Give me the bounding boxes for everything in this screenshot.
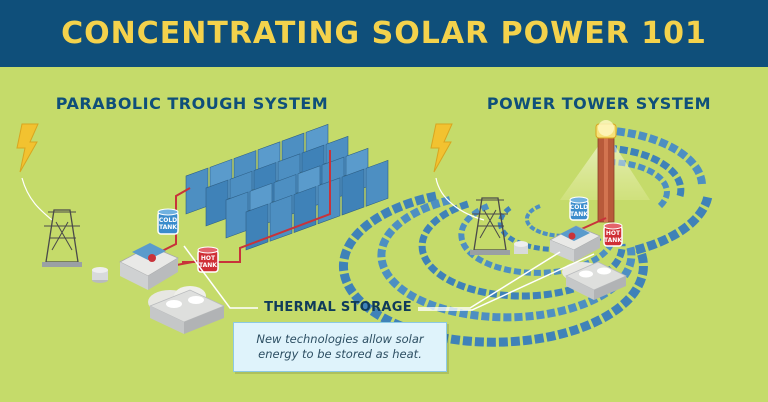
solar-tower-icon (560, 120, 650, 223)
cold-tank-left: COLD TANK (157, 208, 179, 235)
hot-tank-label-left-2: TANK (199, 262, 217, 269)
hot-tank-left: HOT TANK (197, 246, 219, 273)
thermal-storage-callout: New technologies allow solar energy to b… (233, 322, 447, 372)
transmission-tower-icon (470, 197, 510, 255)
hot-tank-right: HOT TANK (603, 222, 623, 247)
transmission-tower-icon (42, 209, 82, 267)
hot-tank-label-right: HOT (606, 230, 621, 237)
cold-tank-label-right: COLD (570, 204, 588, 211)
cold-tank-label-left: COLD (159, 217, 177, 224)
power-block-icon (92, 243, 226, 334)
title-banner: CONCENTRATING SOLAR POWER 101 (0, 0, 768, 67)
illustration: COLD TANK HOT TANK (16, 120, 713, 347)
power-block-icon (514, 225, 627, 300)
parabolic-trough-title: PARABOLIC TROUGH SYSTEM (55, 94, 329, 113)
lightning-bolt-icon (16, 123, 53, 221)
cold-tank-label-left-2: TANK (159, 224, 177, 231)
power-tower-title: POWER TOWER SYSTEM (486, 94, 712, 113)
callout-text: New technologies allow solar energy to b… (256, 332, 424, 361)
thermal-storage-label: THERMAL STORAGE (264, 300, 412, 315)
thermal-storage-connectors (183, 245, 595, 311)
page-title: CONCENTRATING SOLAR POWER 101 (61, 16, 707, 51)
trough-collector-field (185, 123, 389, 251)
cold-tank-right: COLD TANK (569, 196, 589, 221)
cold-tank-label-right-2: TANK (570, 211, 588, 218)
lightning-bolt-icon (430, 123, 485, 221)
hot-tank-label-right-2: TANK (604, 237, 622, 244)
hot-tank-label-left: HOT (201, 255, 216, 262)
